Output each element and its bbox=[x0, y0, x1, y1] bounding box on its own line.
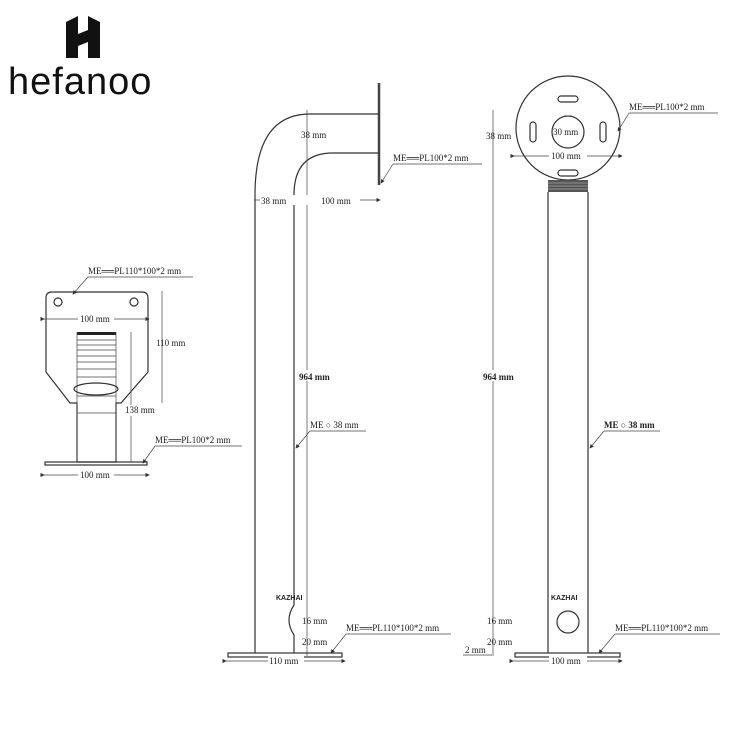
front-plate-label: ME══PL100*2 mm bbox=[629, 102, 705, 112]
side-top-plate-label: ME══PL110*100*2 mm bbox=[88, 266, 181, 276]
elbow-dim-16: 16 mm bbox=[302, 616, 327, 626]
elbow-base-width: 110 mm bbox=[269, 656, 298, 666]
front-plate-width: 100 mm bbox=[551, 151, 581, 161]
front-dim-2: 2 mm bbox=[465, 645, 486, 655]
brand-logo-icon bbox=[66, 16, 100, 58]
thread-lines bbox=[548, 180, 588, 192]
side-total-height: 138 mm bbox=[125, 405, 155, 415]
front-base-label: ME══PL110*100*2 mm bbox=[615, 623, 708, 633]
brand-name: hefanoo bbox=[8, 61, 152, 103]
elbow-base-label: ME══PL110*100*2 mm bbox=[346, 623, 439, 633]
front-dim-16: 16 mm bbox=[487, 616, 512, 626]
elbow-pipe-label: ME ○ 38 mm bbox=[310, 420, 359, 430]
elbow-pipe-dim: 38 mm bbox=[261, 196, 286, 206]
elbow-reach-dim: 100 mm bbox=[321, 196, 351, 206]
elbow-height: 964 mm bbox=[299, 372, 330, 382]
thread-lines bbox=[76, 332, 117, 462]
side-view: 100 mm 110 mm 138 mm ME══PL110*100*2 mm … bbox=[40, 266, 242, 480]
elbow-top-dim: 38 mm bbox=[301, 130, 326, 140]
front-base-width: 100 mm bbox=[551, 656, 581, 666]
side-plate-height: 110 mm bbox=[156, 338, 185, 348]
front-center-hole: 30 mm bbox=[553, 127, 578, 137]
side-base-plate-label: ME══PL100*2 mm bbox=[155, 435, 231, 445]
front-height: 964 mm bbox=[483, 372, 514, 382]
side-width-top: 100 mm bbox=[80, 314, 110, 324]
side-width-bottom: 100 mm bbox=[80, 470, 110, 480]
front-view: 100 mm 30 mm 38 mm 964 mm ME══PL100*2 mm… bbox=[463, 75, 720, 666]
front-pipe-label: ME ○ 38 mm bbox=[604, 420, 655, 430]
front-dim-20: 20 mm bbox=[487, 637, 512, 647]
elbow-dim-20: 20 mm bbox=[302, 637, 327, 647]
front-maker-mark: KAZHAI bbox=[551, 595, 577, 602]
front-top-dim: 38 mm bbox=[486, 131, 511, 141]
elbow-maker-mark: KAZHAI bbox=[276, 595, 302, 602]
elbow-plate-label: ME══PL100*2 mm bbox=[393, 153, 469, 163]
elbow-view: 38 mm 38 mm 100 mm ME══PL100*2 mm 964 mm… bbox=[222, 83, 482, 666]
